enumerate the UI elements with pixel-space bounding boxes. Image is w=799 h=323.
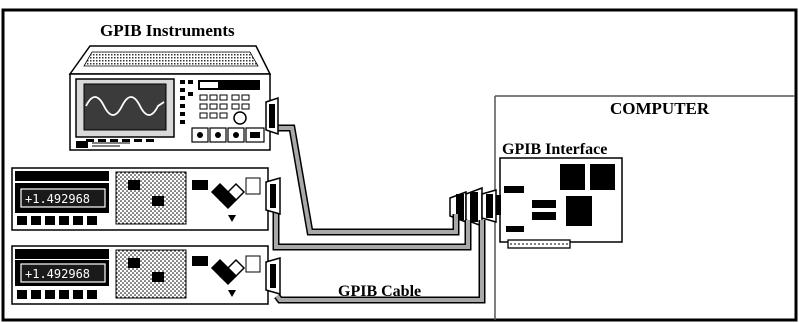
ic-chip-large-1 [560,164,585,190]
oscilloscope-knob [234,112,246,124]
instruments-label: GPIB Instruments [100,21,235,40]
ic-chip-small-2 [532,200,556,208]
multimeter-1-reading: +1.492968 [25,192,90,206]
gpib-interface-card: GPIB Interface [496,141,622,248]
cable-label: GPIB Cable [338,283,421,300]
multimeter-2: +1.492968 [12,246,280,304]
ic-chip-small-1 [504,186,524,193]
interface-label: GPIB Interface [502,141,607,158]
computer-label: COMPUTER [610,99,710,118]
oscilloscope-instrument [70,46,278,150]
ic-chip-large-2 [590,164,615,190]
multimeter-2-reading: +1.492968 [25,267,90,281]
multimeter-1: +1.492968 [12,168,280,230]
ic-chip-small-3 [532,212,556,220]
ic-chip-large-3 [566,196,592,226]
ic-chip-small-4 [506,226,524,232]
